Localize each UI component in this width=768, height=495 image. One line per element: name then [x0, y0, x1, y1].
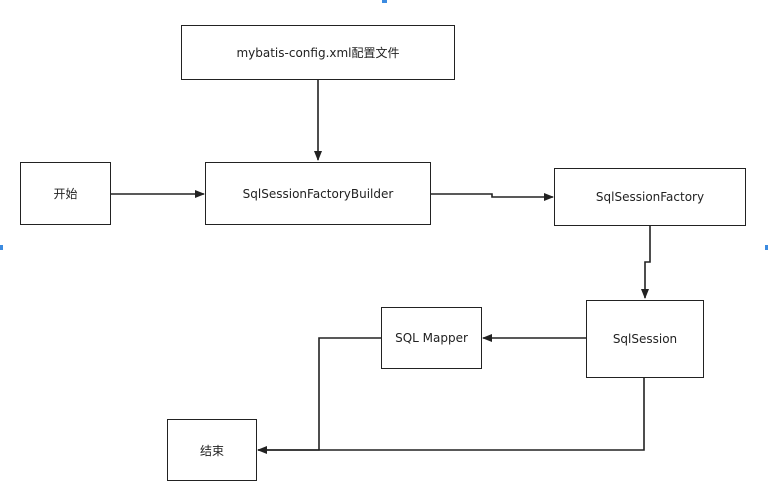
canvas-resize-handle-left[interactable] — [0, 245, 3, 250]
edge-session-to-end — [258, 378, 645, 451]
node-sql-mapper[interactable]: SQL Mapper — [381, 307, 482, 369]
node-sqlsessionfactory[interactable]: SqlSessionFactory — [554, 168, 746, 226]
edge-builder-to-factory — [431, 193, 554, 201]
node-mybatis-config-label: mybatis-config.xml配置文件 — [236, 46, 400, 60]
edge-factory-to-session — [641, 226, 651, 299]
node-start-label: 开始 — [53, 187, 78, 201]
node-sqlsessionfactory-label: SqlSessionFactory — [595, 190, 705, 204]
canvas-resize-handle-right[interactable] — [765, 245, 768, 250]
node-end[interactable]: 结束 — [167, 419, 257, 481]
node-sqlsessionfactorybuilder[interactable]: SqlSessionFactoryBuilder — [205, 162, 431, 225]
node-sqlsessionfactorybuilder-label: SqlSessionFactoryBuilder — [242, 186, 394, 201]
node-sql-mapper-label: SQL Mapper — [395, 331, 468, 345]
node-start[interactable]: 开始 — [20, 162, 111, 225]
canvas-resize-handle-top[interactable] — [382, 0, 387, 3]
node-end-label: 结束 — [199, 443, 224, 458]
edge-mapper-to-end — [257, 337, 381, 454]
node-mybatis-config[interactable]: mybatis-config.xml配置文件 — [181, 25, 455, 80]
node-sqlsession-label: SqlSession — [612, 332, 678, 346]
node-sqlsession[interactable]: SqlSession — [586, 300, 704, 378]
